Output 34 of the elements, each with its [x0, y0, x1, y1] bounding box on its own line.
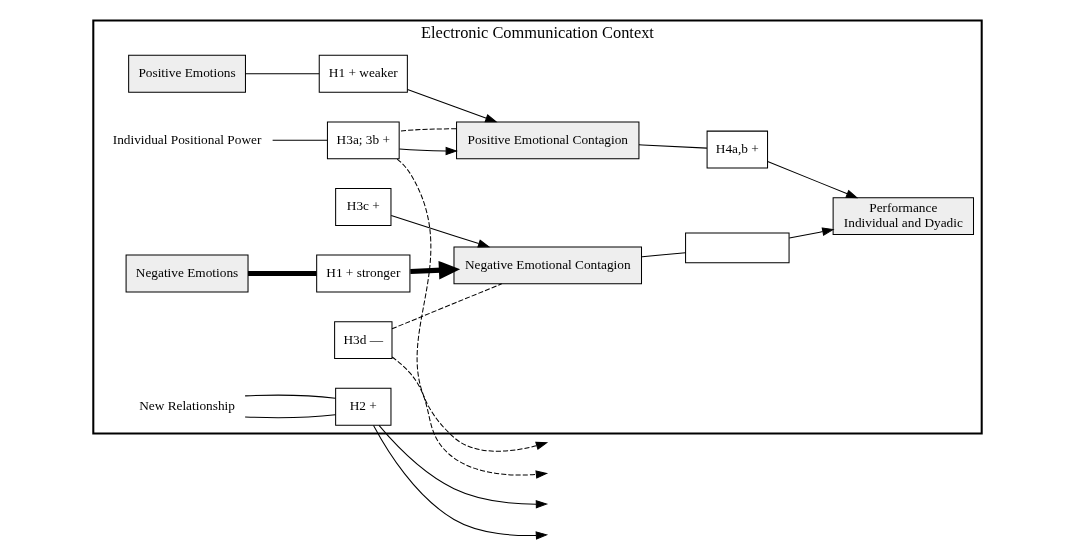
connector: [245, 73, 320, 75]
arrow: [373, 425, 549, 540]
arrow: [410, 260, 461, 280]
node-text: New Relationship: [139, 398, 235, 414]
arrow: [396, 158, 549, 452]
node-box: H4a,b +: [706, 130, 769, 169]
connector: [391, 283, 503, 330]
node-box: H2 +: [335, 387, 392, 426]
node-box: H3c +: [335, 188, 392, 226]
node-box: Positive Emotional Contagion: [456, 121, 640, 160]
connector: [638, 144, 708, 149]
arrow: [391, 356, 549, 479]
arrow: [378, 424, 549, 509]
node-text: Individual Positional Power: [112, 131, 262, 147]
arrow: [407, 89, 498, 123]
arrow: [767, 160, 859, 199]
connector: [244, 414, 336, 419]
node-box: H3a; 3b +: [326, 121, 400, 160]
node-box: H3d —: [334, 321, 393, 360]
node-box: Negative Emotional Contagion: [453, 246, 642, 285]
node-box: Positive Emotions: [128, 54, 246, 93]
node-box: H1 + stronger: [316, 254, 411, 293]
node-box: H1 + weaker: [318, 54, 408, 93]
connector: [244, 394, 336, 399]
arrow: [390, 215, 491, 248]
connector: [248, 271, 317, 277]
arrow: [788, 227, 835, 239]
node-box: [685, 232, 790, 264]
connector: [272, 139, 328, 141]
node-box: Negative Emotions: [125, 254, 249, 293]
connector: [399, 128, 457, 132]
node-box: Performance Individual and Dyadic: [832, 197, 974, 236]
connector: [641, 252, 687, 258]
arrow: [399, 146, 458, 156]
